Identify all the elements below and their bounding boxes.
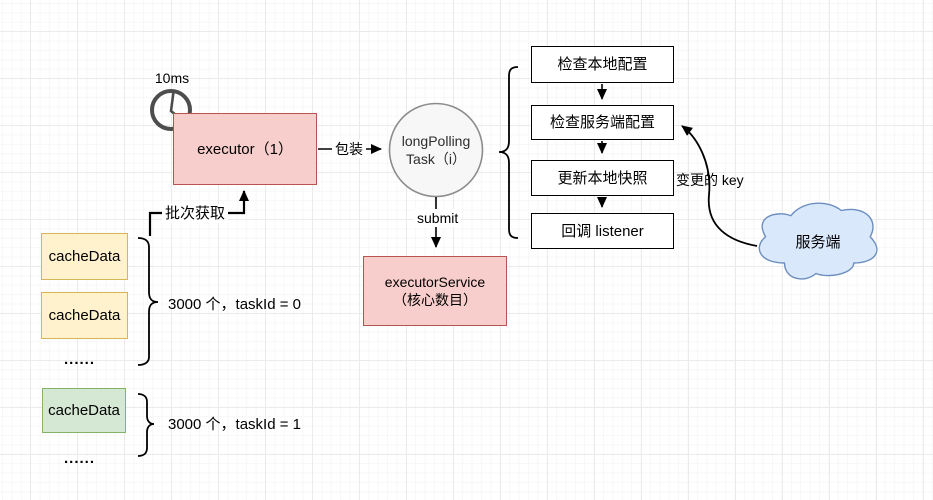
executor-service-box: executorService （核心数目） bbox=[363, 256, 507, 326]
cache-data-label: cacheData bbox=[48, 307, 121, 324]
steps-brace bbox=[498, 66, 519, 239]
task-label-line2: Task（i） bbox=[406, 151, 466, 167]
green-group-brace bbox=[137, 393, 155, 457]
cloud-label: 服务端 bbox=[795, 234, 841, 251]
step-box-check-local-config: 检查本地配置 bbox=[531, 46, 674, 83]
task-label-line1: longPolling bbox=[401, 133, 471, 149]
wrap-label: 包装 bbox=[332, 140, 366, 158]
long-polling-task-circle bbox=[388, 102, 484, 198]
cache-data-box-1: cacheData bbox=[41, 233, 128, 280]
ellipsis-yellow-group: ...... bbox=[64, 351, 96, 368]
service-label-line1: executorService bbox=[384, 274, 486, 290]
step-box-check-server-config: 检查服务端配置 bbox=[531, 105, 674, 140]
arrow-changed-key bbox=[681, 125, 758, 247]
executor-label: executor（1） bbox=[197, 140, 293, 158]
timer-label: 10ms bbox=[154, 70, 190, 86]
executor-box: executor（1） bbox=[173, 113, 317, 185]
step-box-callback-listener: 回调 listener bbox=[531, 213, 674, 249]
cache-data-label: cacheData bbox=[48, 248, 121, 265]
submit-label: submit bbox=[414, 209, 462, 227]
count-label-task1: 3000 个，taskId = 1 bbox=[168, 416, 301, 433]
cache-data-box-2: cacheData bbox=[41, 292, 128, 339]
step-label: 更新本地快照 bbox=[557, 169, 648, 187]
step-label: 检查本地配置 bbox=[557, 56, 648, 73]
long-polling-task-node: longPolling Task（i） bbox=[388, 126, 484, 174]
ellipsis-green-group: ...... bbox=[64, 450, 96, 467]
count-label-task0: 3000 个，taskId = 0 bbox=[168, 296, 301, 313]
cloud-shape bbox=[759, 203, 877, 279]
batch-fetch-label: 批次获取 bbox=[162, 204, 229, 223]
step-box-update-local-snapshot: 更新本地快照 bbox=[531, 160, 674, 196]
cache-data-label: cacheData bbox=[48, 402, 120, 419]
step-label: 检查服务端配置 bbox=[549, 114, 655, 131]
yellow-group-brace bbox=[137, 237, 159, 366]
changed-key-label: 变更的 key bbox=[676, 172, 744, 188]
cache-data-box-3: cacheData bbox=[42, 388, 126, 433]
step-label: 回调 listener bbox=[561, 222, 644, 240]
service-label-line2: （核心数目） bbox=[393, 292, 477, 308]
